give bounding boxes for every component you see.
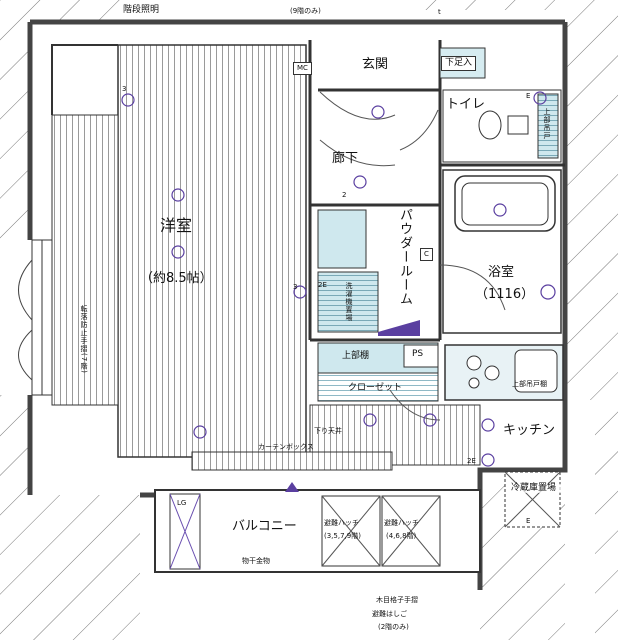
western-room-left-strip bbox=[51, 114, 119, 406]
western-room-floor bbox=[117, 44, 307, 458]
ps-label: PS bbox=[412, 349, 424, 359]
ceiling-drop-note: 下り天井 bbox=[314, 427, 342, 435]
ceiling-fixtures bbox=[121, 91, 556, 467]
laundry-label: 洗濯機置場 bbox=[345, 282, 353, 322]
kitchen-upper-cabinet: 上部吊戸棚 bbox=[512, 380, 547, 388]
lg-label: LG bbox=[177, 499, 187, 507]
outlet-2e-1: 2E bbox=[467, 457, 476, 465]
circle-t-mark: t bbox=[438, 8, 441, 16]
corridor-label: 廊下 bbox=[332, 151, 359, 166]
hatch-1-label: 避難ハッチ bbox=[324, 519, 359, 527]
outlet-e-2: E bbox=[526, 517, 531, 525]
closet bbox=[317, 372, 439, 402]
hatch-2-label: 避難ハッチ bbox=[384, 519, 419, 527]
outlet-2: 2 bbox=[342, 191, 347, 199]
curtain-box bbox=[191, 451, 393, 471]
washbasin bbox=[317, 209, 367, 269]
western-room-size: （約8.5帖） bbox=[140, 271, 213, 286]
outlet-2e-2: 2E bbox=[318, 281, 327, 289]
c-mark: C bbox=[420, 248, 433, 261]
toilet-label: トイレ bbox=[446, 97, 486, 112]
toilet-upper-cabinet: 上部吊戸 bbox=[543, 108, 551, 140]
powder-room-label: パウダールーム bbox=[397, 208, 412, 306]
ladder-floors-note: (2階のみ) bbox=[378, 623, 409, 631]
western-room-label: 洋室 bbox=[160, 216, 193, 235]
pipe-space bbox=[403, 344, 439, 368]
shoe-box-label: 下足入 bbox=[441, 56, 477, 71]
fridge-label: 冷蔵庫置場 bbox=[506, 484, 561, 493]
outlet-3-a: 3 bbox=[122, 85, 127, 93]
fall-rail-note: 転落防止手摺(7階) bbox=[80, 305, 88, 374]
upper-shelf-label: 上部棚 bbox=[342, 351, 370, 361]
hatch-1-floors: (3,5,7,9階) bbox=[324, 532, 361, 540]
lattice-rail-note: 木目格子手摺 bbox=[376, 596, 418, 604]
outlet-3-b: 3 bbox=[293, 283, 298, 291]
outlet-e-1: E bbox=[526, 92, 531, 100]
bathroom-label: 浴室 bbox=[488, 265, 515, 280]
entrance-label: 玄関 bbox=[362, 57, 389, 72]
floor-only-note: (9階のみ) bbox=[290, 7, 321, 15]
bathroom-size: （1116） bbox=[475, 287, 535, 302]
laundry-area bbox=[317, 271, 379, 333]
curtain-box-note: カーテンボックス bbox=[258, 443, 314, 451]
balcony-label: バルコニー bbox=[232, 519, 297, 534]
hatch-2-floors: (4,6,8階) bbox=[386, 532, 417, 540]
stair-light-note: 階段照明 bbox=[123, 5, 160, 15]
closet-label: クローゼット bbox=[348, 383, 403, 393]
mc-label: MC bbox=[293, 62, 312, 75]
doors bbox=[319, 91, 506, 421]
escape-ladder-note: 避難はしご bbox=[372, 610, 407, 618]
kitchen-label: キッチン bbox=[503, 423, 556, 438]
drying-hardware-note: 物干金物 bbox=[242, 557, 270, 565]
